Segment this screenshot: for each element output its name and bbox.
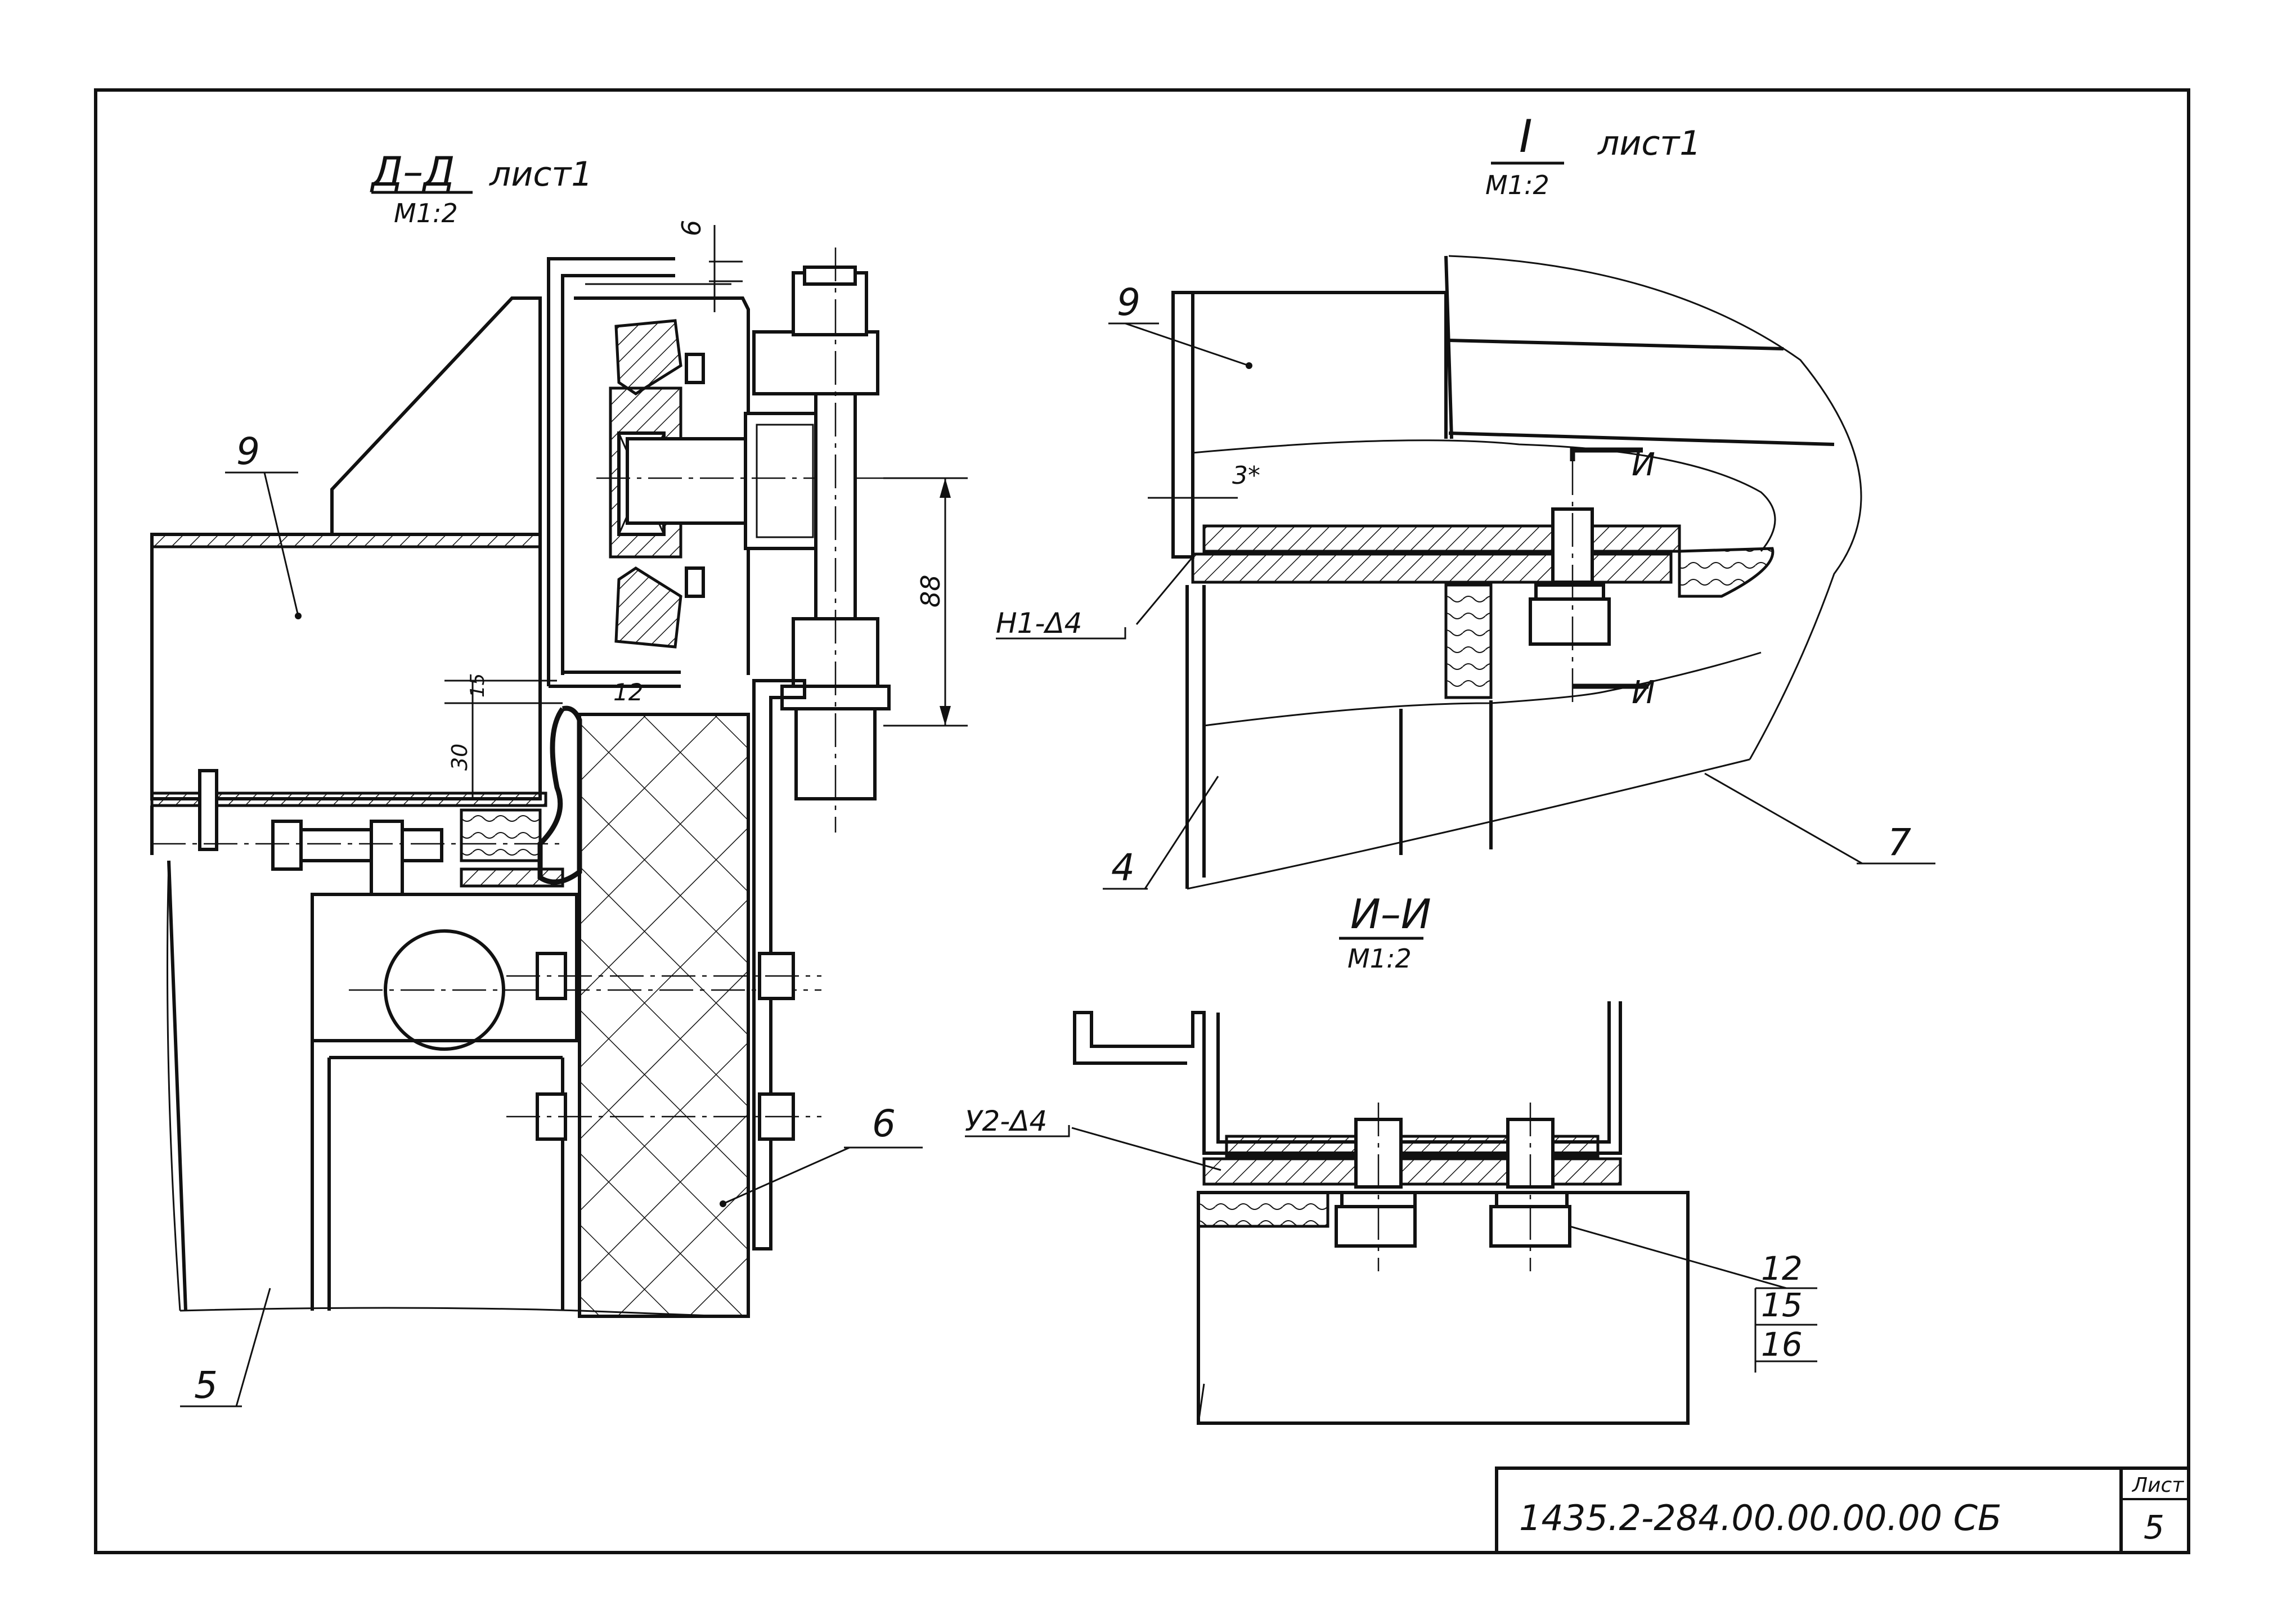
ii-base-plate	[1202, 1157, 1622, 1186]
channel-bracket	[547, 257, 681, 688]
lower-channel	[311, 1039, 577, 1311]
section-dd-scale: М1:2	[394, 198, 458, 228]
cover-plate	[1202, 524, 1681, 553]
sheet-label: Лист	[2131, 1474, 2184, 1497]
cut-mark-top: И	[1632, 447, 1655, 483]
section-dd-title: Д–Д	[370, 148, 455, 195]
gusset-plate	[330, 296, 542, 534]
bolt-washer	[1534, 583, 1605, 601]
callout-7: 7	[1888, 821, 1911, 864]
callout-12: 12	[1761, 1249, 1803, 1288]
ii-lower-member	[1197, 1191, 1690, 1425]
detail-1-scale: М1:2	[1485, 170, 1549, 200]
ii-wood-shim	[1197, 1191, 1329, 1228]
weld-u2: У2-Δ4	[965, 1105, 1047, 1137]
ii-bolt-left-nut	[1335, 1205, 1417, 1248]
section-ii-title: И–И	[1350, 890, 1431, 938]
bolt-nut	[1529, 597, 1611, 646]
roller-axle	[626, 437, 747, 525]
callout-9-right: 9	[1117, 281, 1140, 324]
ii-bolt-right-washer	[1495, 1191, 1569, 1208]
seal-profile	[537, 705, 582, 885]
dim-30: 30	[447, 744, 472, 771]
section-ii-view: И–И М1:2 У2-Δ4 12 15 16	[965, 890, 1817, 1425]
angle-bracket	[752, 679, 806, 1250]
plate-9-outline	[1193, 255, 1453, 439]
detail-1-ref: лист1	[1597, 124, 1701, 163]
dim-3: 3*	[1232, 461, 1260, 490]
callout-4: 4	[1111, 846, 1135, 889]
base-plate	[1191, 552, 1673, 584]
callout-9-left: 9	[236, 430, 260, 473]
seal-wedge	[1678, 547, 1775, 598]
callout-6: 6	[872, 1102, 896, 1145]
title-block: 1435.2-284.00.00.00.00 СБ Лист 5	[1495, 1466, 2190, 1554]
dim-6: 6	[676, 220, 707, 236]
beam-9	[150, 533, 542, 800]
plate-9-right	[1171, 291, 1194, 559]
beam-9-bottom-flange	[150, 791, 547, 807]
detail-1-view: I лист1 М1:2 И И	[996, 110, 1935, 890]
sheet-frame	[94, 88, 2190, 1554]
drawing-designation: 1435.2-284.00.00.00.00 СБ	[1519, 1497, 2002, 1538]
wood-block	[1444, 583, 1493, 699]
cut-mark-bottom: И	[1632, 674, 1655, 711]
dim-12: 12	[613, 678, 643, 706]
roller-sheave	[614, 319, 682, 395]
callout-5: 5	[194, 1364, 218, 1407]
ii-bolt-left-washer	[1340, 1191, 1417, 1208]
callout-16: 16	[1761, 1325, 1803, 1364]
top-bracket-block	[752, 330, 879, 395]
section-dd-ref: лист1	[489, 155, 592, 194]
beam-9-top-flange	[150, 533, 542, 548]
callout-15: 15	[1761, 1286, 1803, 1324]
dim-15: 15	[466, 673, 489, 698]
panel-6	[578, 713, 750, 1318]
member-4	[1185, 585, 1206, 889]
section-ii-scale: М1:2	[1347, 943, 1412, 974]
section-dd-view: Д–Д лист1 М1:2	[150, 148, 968, 1407]
sheet-number: 5	[2144, 1508, 2164, 1546]
breakout-curve	[1448, 255, 1862, 760]
dim-88: 88	[915, 574, 946, 608]
column-5	[150, 806, 187, 1311]
detail-1-title: I	[1519, 110, 1533, 163]
weld-h1: Н1-Δ4	[996, 607, 1082, 640]
